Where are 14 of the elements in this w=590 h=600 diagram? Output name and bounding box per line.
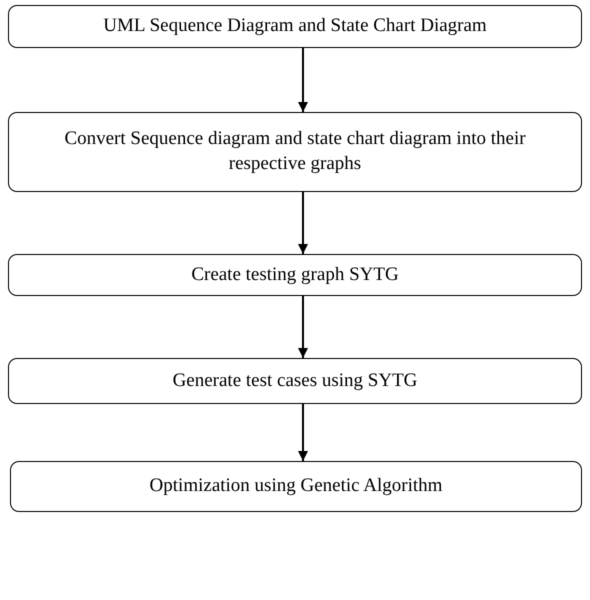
process-box [8,5,582,48]
box-text: Create testing graph SYTG [190,262,400,287]
arrow [298,48,308,112]
arrow [298,192,308,254]
box-text: Generate test cases using SYTG [172,368,418,393]
process-box [8,112,582,192]
process-box [10,461,582,512]
arrow [298,296,308,358]
process-box [8,254,582,296]
box-text: UML Sequence Diagram and State Chart Diagram [102,14,488,38]
box-text: Convert Sequence diagram and state chart diagram into their respective graphs [63,127,527,176]
process-box [8,358,582,404]
box-text: Optimization using Genetic Algorithm [148,474,444,498]
arrow [298,404,308,461]
